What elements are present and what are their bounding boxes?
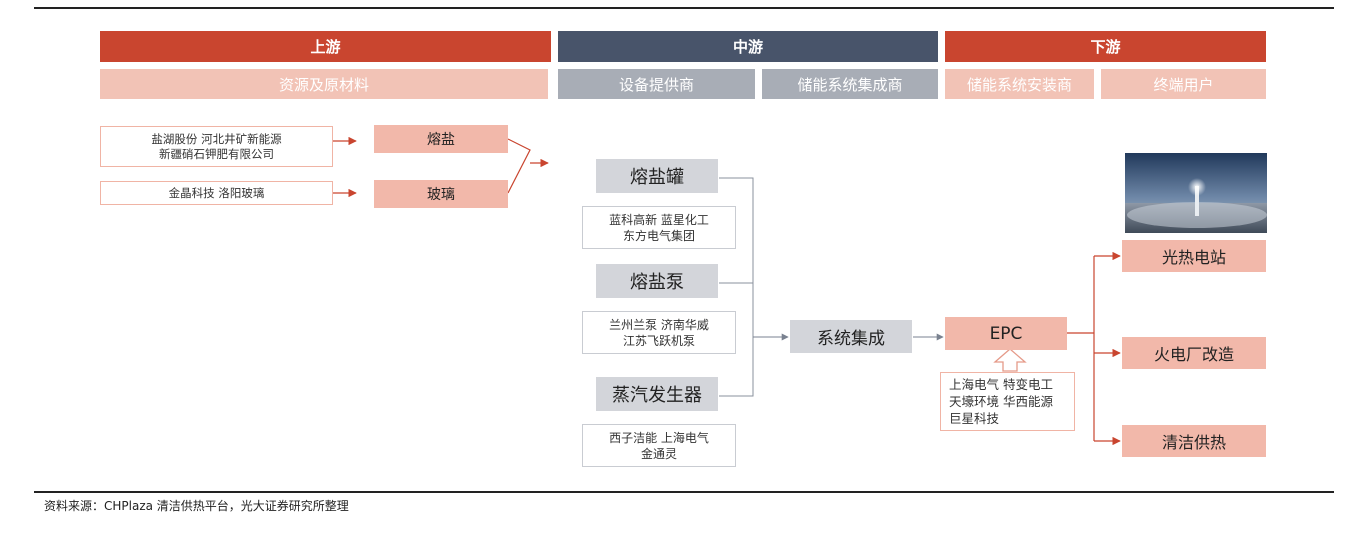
band-upstream: 上游 (100, 31, 551, 62)
subheader-storage-installers-label: 储能系统安装商 (966, 75, 1072, 94)
subheader-equipment-suppliers: 设备提供商 (558, 69, 755, 99)
end-use-retrofit-label: 火电厂改造 (1153, 345, 1234, 364)
tank-companies-line1: 蓝科高新 蓝星化工 (609, 212, 709, 227)
salt-material-label: 熔盐 (427, 132, 455, 148)
band-downstream: 下游 (945, 31, 1266, 62)
steam-companies-box: 西子洁能 上海电气 金通灵 (582, 424, 736, 467)
subheader-storage-integrators-label: 储能系统集成商 (797, 75, 903, 94)
pump-companies-box: 兰州兰泵 济南华威 江苏飞跃机泵 (582, 311, 736, 354)
steam-generator-box: 蒸汽发生器 (596, 377, 718, 411)
glass-suppliers-text: 金晶科技 洛阳玻璃 (168, 185, 265, 200)
subheader-end-users: 终端用户 (1101, 69, 1266, 99)
pump-companies-line1: 兰州兰泵 济南华威 (609, 317, 709, 332)
band-midstream-label: 中游 (732, 38, 763, 56)
epc-companies-box: 上海电气 特变电工 天壕环境 华西能源 巨星科技 (940, 372, 1075, 431)
subheader-raw-materials: 资源及原材料 (100, 69, 548, 99)
band-downstream-label: 下游 (1090, 38, 1121, 56)
epc-companies-line1: 上海电气 特变电工 (949, 377, 1053, 392)
band-upstream-label: 上游 (310, 38, 341, 56)
molten-salt-tank-box: 熔盐罐 (596, 159, 718, 193)
molten-salt-tank-label: 熔盐罐 (630, 167, 684, 188)
top-rule (34, 7, 1334, 9)
steam-companies-line2: 金通灵 (640, 446, 677, 461)
epc-box: EPC (945, 317, 1067, 350)
subheader-equipment-suppliers-label: 设备提供商 (618, 75, 694, 94)
steam-companies-line1: 西子洁能 上海电气 (609, 430, 709, 445)
subheader-raw-materials-label: 资源及原材料 (278, 75, 369, 94)
epc-companies-line3: 巨星科技 (949, 411, 1000, 426)
end-use-thermal-plant-retrofit: 火电厂改造 (1122, 337, 1266, 369)
subheader-storage-integrators: 储能系统集成商 (762, 69, 938, 99)
salt-suppliers-line2: 新疆硝石钾肥有限公司 (159, 146, 274, 161)
glass-suppliers-box: 金晶科技 洛阳玻璃 (100, 181, 333, 205)
tank-companies-box: 蓝科高新 蓝星化工 东方电气集团 (582, 206, 736, 249)
system-integration-label: 系统集成 (817, 329, 885, 349)
solar-thermal-plant-image (1125, 153, 1267, 233)
subheader-storage-installers: 储能系统安装商 (945, 69, 1094, 99)
epc-label: EPC (989, 323, 1023, 344)
source-note: 资料来源：CHPlaza 清洁供热平台，光大证券研究所整理 (44, 499, 349, 513)
end-use-clean-heating-label: 清洁供热 (1161, 433, 1226, 452)
pump-companies-line2: 江苏飞跃机泵 (622, 333, 695, 348)
solar-plant-illustration (1125, 153, 1267, 233)
steam-generator-label: 蒸汽发生器 (612, 385, 702, 406)
epc-companies-line2: 天壕环境 华西能源 (949, 394, 1053, 409)
salt-material-box: 熔盐 (374, 125, 508, 153)
end-use-solar-thermal-label: 光热电站 (1161, 248, 1226, 267)
glass-material-box: 玻璃 (374, 180, 508, 208)
end-use-solar-thermal-station: 光热电站 (1122, 240, 1266, 272)
salt-suppliers-box: 盐湖股份 河北井矿新能源 新疆硝石钾肥有限公司 (100, 126, 333, 167)
molten-salt-pump-box: 熔盐泵 (596, 264, 718, 298)
glass-material-label: 玻璃 (427, 187, 455, 203)
molten-salt-pump-label: 熔盐泵 (630, 272, 684, 293)
tank-companies-line2: 东方电气集团 (622, 228, 695, 243)
end-use-clean-heating: 清洁供热 (1122, 425, 1266, 457)
subheader-end-users-label: 终端用户 (1153, 75, 1214, 94)
salt-suppliers-line1: 盐湖股份 河北井矿新能源 (151, 131, 282, 146)
bottom-rule (34, 491, 1334, 493)
system-integration-box: 系统集成 (790, 320, 912, 353)
band-midstream: 中游 (558, 31, 938, 62)
